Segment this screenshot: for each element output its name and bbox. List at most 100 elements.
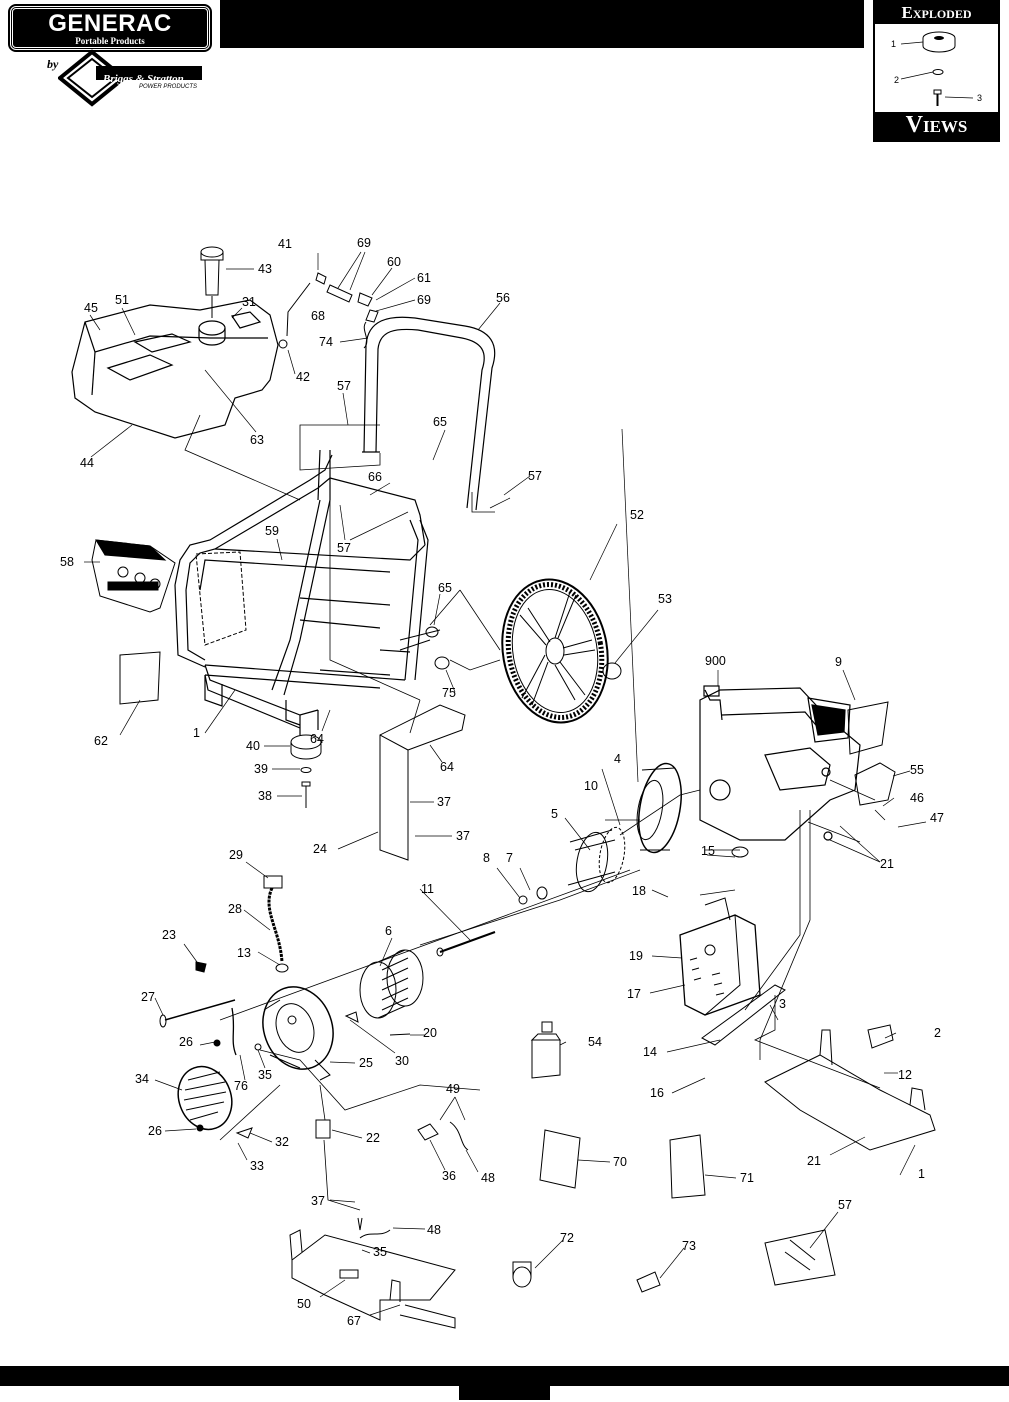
part-label-42: 42	[296, 370, 310, 384]
muffler	[679, 846, 761, 1016]
by-text: by	[47, 57, 59, 71]
part-label-17: 17	[627, 987, 641, 1001]
part-label-1: 1	[193, 726, 200, 740]
part-label-63: 63	[250, 433, 264, 447]
part-label-30: 30	[395, 1054, 409, 1068]
part-label-55: 55	[910, 763, 924, 777]
bracket	[379, 704, 466, 861]
header-bar	[220, 0, 864, 48]
badge-label-2: 2	[894, 75, 900, 85]
part-label-26a: 26	[179, 1035, 193, 1049]
part-label-26b: 26	[148, 1124, 162, 1138]
part-label-57b: 57	[528, 469, 542, 483]
part-label-11: 11	[421, 882, 434, 896]
decal	[119, 651, 161, 705]
part-label-3: 3	[779, 997, 786, 1011]
control-panel	[91, 539, 176, 613]
part-label-57a: 57	[337, 379, 351, 393]
wheel	[501, 578, 609, 724]
part-label-25: 25	[359, 1056, 373, 1070]
part-label-38: 38	[258, 789, 272, 803]
part-label-8: 8	[483, 851, 490, 865]
part-label-51: 51	[115, 293, 129, 307]
part-label-5: 5	[551, 807, 558, 821]
hub-cap	[602, 662, 622, 680]
rear-housing	[262, 986, 334, 1081]
part-label-66: 66	[368, 470, 382, 484]
part-label-16: 16	[650, 1086, 664, 1100]
part-label-15: 15	[701, 844, 715, 858]
bearing	[536, 886, 548, 900]
part-label-28: 28	[228, 902, 242, 916]
part-label-37a: 37	[437, 795, 451, 809]
part-label-13: 13	[237, 946, 251, 960]
part-label-48b: 48	[427, 1223, 441, 1237]
part-label-35b: 35	[373, 1245, 387, 1259]
washer-small	[518, 895, 528, 905]
rear-guard	[177, 1065, 233, 1131]
axle-nut	[425, 626, 439, 638]
clip	[344, 1011, 359, 1023]
part-label-65b: 65	[438, 581, 452, 595]
air-filter	[847, 701, 889, 755]
part-label-31: 31	[242, 295, 256, 309]
part-label-7: 7	[506, 851, 513, 865]
badge-bottom-band: Views	[875, 112, 998, 140]
part-label-64a: 64	[310, 732, 324, 746]
hardware-bag	[764, 1229, 836, 1286]
part-label-9: 9	[835, 655, 842, 669]
exploded-views-badge: Exploded 1 2 3 Views	[873, 0, 1000, 142]
brand-name: GENERAC	[48, 10, 172, 37]
part-label-56: 56	[496, 291, 510, 305]
stator	[567, 826, 626, 893]
wire-48	[359, 1229, 391, 1239]
part-label-73: 73	[682, 1239, 696, 1253]
part-label-46: 46	[910, 791, 924, 805]
part-label-27: 27	[141, 990, 155, 1004]
part-label-62: 62	[94, 734, 108, 748]
axle	[399, 629, 441, 651]
part-label-49: 49	[446, 1082, 460, 1096]
badge-bottom-text: Views	[905, 112, 968, 138]
stator-coil	[359, 949, 424, 1019]
badge-label-3: 3	[977, 93, 983, 103]
part-label-41: 41	[278, 237, 292, 251]
part-label-43: 43	[258, 262, 272, 276]
part-label-59: 59	[265, 524, 279, 538]
partner-subtitle: POWER PRODUCTS	[139, 84, 198, 90]
part-label-68: 68	[311, 309, 325, 323]
generac-logo: GENERAC Portable Products	[8, 4, 212, 52]
part-label-37c: 37	[311, 1194, 325, 1208]
oil-bottle	[530, 1021, 561, 1079]
part-label-57d: 57	[838, 1198, 852, 1212]
part-label-18: 18	[632, 884, 646, 898]
base-frame	[764, 1024, 936, 1151]
part-label-20: 20	[423, 1026, 437, 1040]
badge-label-1: 1	[891, 39, 897, 49]
part-label-32: 32	[275, 1135, 289, 1149]
badge-top-text: Exploded	[901, 3, 972, 22]
partner-name: Briggs & Stratton	[103, 73, 184, 85]
badge-top-band: Exploded	[875, 2, 998, 24]
part-label-71: 71	[740, 1171, 754, 1185]
part-label-4: 4	[614, 752, 621, 766]
part-label-12: 12	[898, 1068, 912, 1082]
handle	[362, 316, 496, 511]
part-label-19: 19	[629, 949, 643, 963]
brush-holder	[195, 961, 207, 973]
part-label-14: 14	[643, 1045, 657, 1059]
part-label-75: 75	[442, 686, 456, 700]
part-label-45: 45	[84, 301, 98, 315]
part-label-76: 76	[234, 1079, 248, 1093]
part-label-23: 23	[162, 928, 176, 942]
cap-part	[512, 1261, 532, 1288]
part-label-21: 21	[880, 857, 894, 871]
long-bolt	[164, 999, 236, 1021]
part-label-67: 67	[347, 1314, 361, 1328]
part-label-34: 34	[135, 1072, 149, 1086]
footer-bar	[0, 1366, 1009, 1386]
part-label-24: 24	[313, 842, 327, 856]
part-label-37b: 37	[456, 829, 470, 843]
through-bolt	[439, 931, 496, 953]
part-label-72: 72	[560, 1231, 574, 1245]
